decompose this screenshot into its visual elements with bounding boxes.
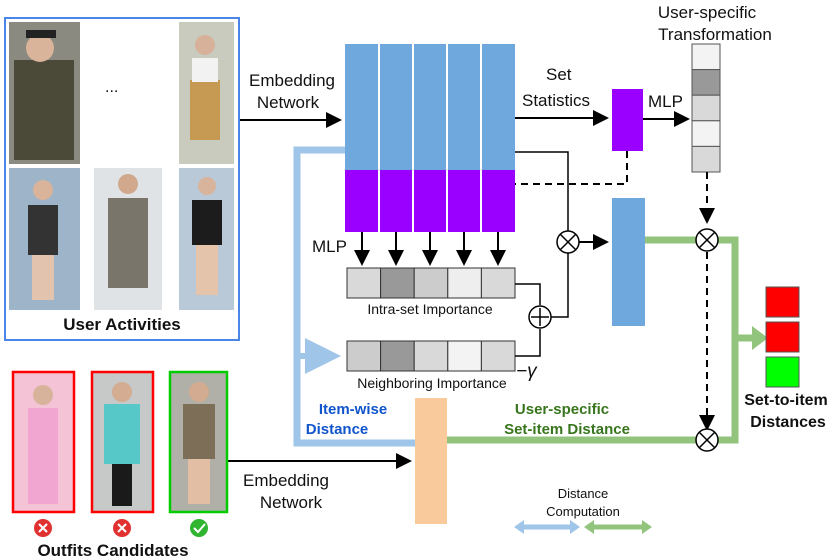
set-to-item-path-top (718, 236, 752, 342)
legend-green-arrow (584, 520, 652, 534)
feature-columns (345, 44, 515, 232)
user-activities-title: User Activities (63, 315, 180, 334)
transform-cell (691, 145, 721, 173)
neighboring-cell (447, 340, 482, 372)
transform-cell (691, 94, 721, 122)
multiply-operator-1 (556, 230, 580, 254)
candidate-photo-1 (11, 370, 76, 514)
user-photo-2 (179, 22, 234, 164)
mlp-arrows (354, 232, 506, 266)
accept-icon (190, 519, 208, 537)
legend-blue-arrow (514, 520, 580, 534)
item-wise-line1: Item-wise (319, 401, 387, 418)
distance-computation-line2: Computation (546, 504, 620, 519)
user-photo-4 (94, 168, 162, 310)
candidate-photo-2 (90, 370, 155, 514)
transform-cell (691, 69, 721, 96)
embedding-network-bottom-line1: Embedding (243, 471, 329, 490)
distance-box-red-1 (765, 286, 800, 318)
user-photo-1 (9, 22, 80, 164)
user-set-item-line2: Set-item Distance (504, 421, 630, 438)
neighboring-importance-bar (346, 340, 516, 372)
intra-set-cell (346, 267, 382, 299)
item-wise-line2: Distance (306, 421, 369, 438)
set-statistics-line2: Statistics (522, 91, 590, 110)
purple-feature-block (345, 170, 515, 232)
ellipsis-label: ... (105, 79, 118, 96)
set-representation-block (612, 198, 645, 326)
intra-set-cell (380, 267, 415, 299)
user-transform-line1: User-specific (658, 3, 757, 22)
set-statistics-line1: Set (546, 65, 572, 84)
reject-icon-2 (113, 519, 131, 537)
user-photo-5 (179, 168, 234, 310)
neighboring-label: Neighboring Importance (357, 375, 507, 391)
multiply-operator-2 (695, 228, 719, 252)
distance-box-red-2 (765, 321, 800, 353)
user-set-item-line1: User-specific (515, 401, 609, 418)
intra-set-label: Intra-set Importance (367, 301, 492, 317)
user-transform-line2: Transformation (658, 25, 772, 44)
mlp-right-label: MLP (648, 92, 683, 111)
candidate-embedding-block (415, 398, 447, 524)
blue-feature-block (345, 44, 515, 170)
intra-set-cell (447, 267, 482, 299)
reject-icon-1 (34, 519, 52, 537)
candidate-photo-3 (168, 370, 229, 514)
transform-cell (691, 120, 721, 147)
neighboring-cell (380, 340, 415, 372)
set-statistics-block (612, 89, 643, 151)
set-to-item-line2: Distances (750, 414, 826, 431)
plus-operator (528, 305, 552, 329)
distance-box-green (765, 356, 800, 388)
outfits-candidates-title: Outfits Candidates (37, 541, 188, 560)
multiply-operator-3 (695, 428, 719, 452)
embedding-network-bottom-line2: Network (260, 493, 323, 512)
gamma-label: −γ (516, 361, 538, 382)
user-transform-vector (691, 43, 721, 173)
user-photo-3 (9, 168, 80, 310)
intra-set-importance-bar (346, 267, 516, 299)
mlp-left-label: MLP (312, 237, 347, 256)
transform-cell (691, 43, 721, 71)
embedding-network-top-line1: Embedding (249, 71, 335, 90)
distance-computation-line1: Distance (558, 486, 609, 501)
embedding-network-top-line2: Network (257, 93, 320, 112)
set-to-item-line1: Set-to-item (744, 392, 828, 409)
neighboring-cell (346, 340, 382, 372)
intra-set-cell (480, 267, 516, 299)
item-wise-path (293, 146, 420, 447)
intra-set-cell (413, 267, 449, 299)
neighboring-cell (480, 340, 516, 372)
dashed-link (515, 151, 628, 185)
neighboring-cell (413, 340, 449, 372)
